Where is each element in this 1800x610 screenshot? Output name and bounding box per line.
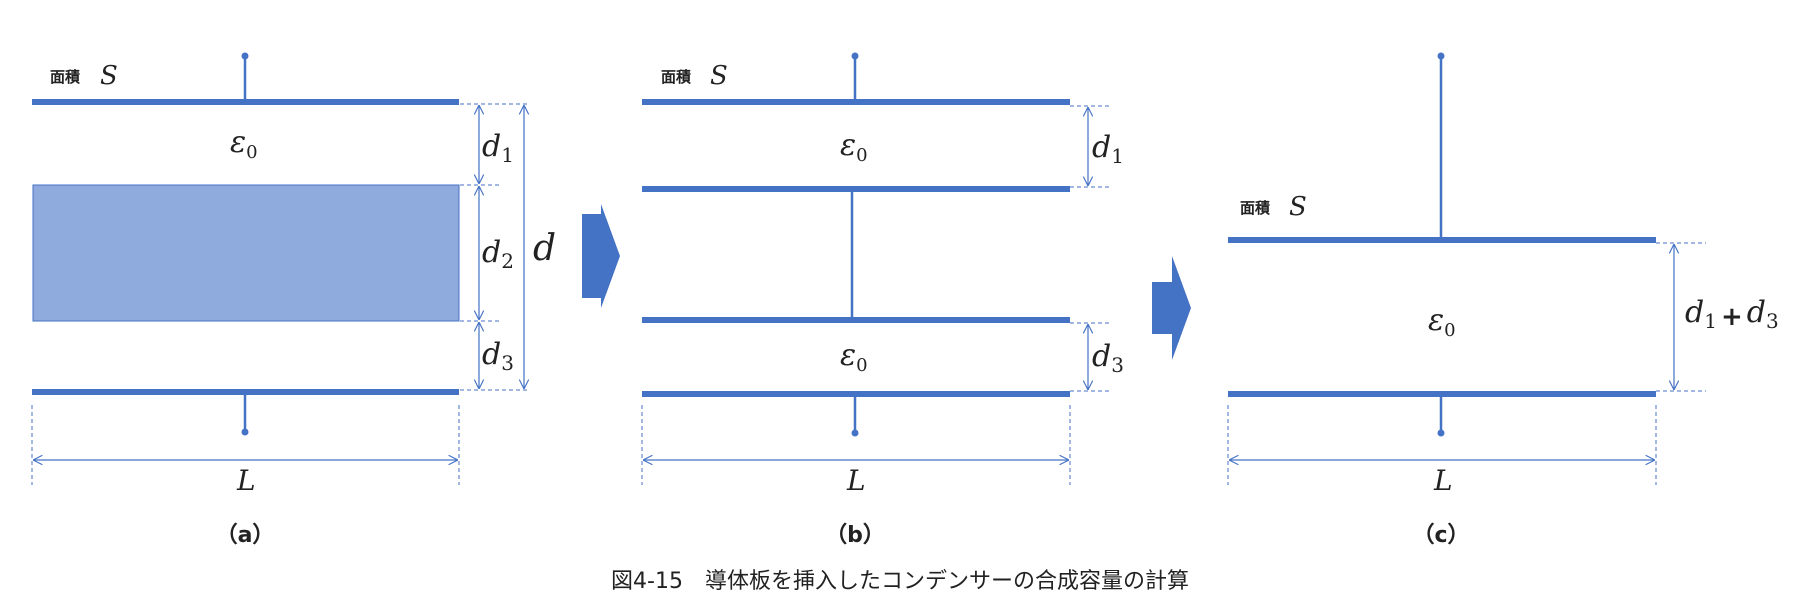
top-terminal-dot — [851, 52, 859, 60]
d3-label: d3 — [1092, 339, 1124, 377]
d3-label: d3 — [482, 337, 514, 375]
length-label: L — [1433, 464, 1453, 497]
panel-c: 面積 S ε0 d1+d3 L （c） — [1227, 52, 1779, 548]
bottom-terminal-dot — [241, 428, 249, 436]
area-label: 面積 — [661, 68, 692, 86]
figure-caption: 図4-15 導体板を挿入したコンデンサーの合成容量の計算 — [611, 569, 1189, 594]
epsilon-label-lower: ε0 — [840, 338, 868, 376]
length-label: L — [236, 464, 256, 497]
d2-label: d2 — [482, 235, 514, 273]
area-symbol: S — [100, 61, 118, 91]
sum-label: d1+d3 — [1685, 295, 1779, 333]
panel-c-label: （c） — [1412, 523, 1469, 548]
d-total-label: d — [533, 228, 556, 269]
dielectric-slab — [32, 184, 460, 322]
length-label: L — [846, 464, 866, 497]
panel-a: 面積 S ε0 d1 d2 d3 d L （a） — [31, 52, 556, 548]
panel-b: 面積 S ε0 ε0 d1 d3 L （b） — [641, 52, 1124, 548]
area-symbol: S — [1289, 192, 1307, 222]
panel-a-label: （a） — [216, 523, 275, 548]
top-terminal-dot — [1437, 52, 1445, 60]
bottom-terminal-dot — [1437, 429, 1445, 437]
right-arrow-icon — [582, 204, 620, 308]
area-symbol: S — [710, 61, 728, 91]
d1-label: d1 — [482, 129, 514, 167]
epsilon-label-upper: ε0 — [840, 128, 868, 166]
area-label: 面積 — [50, 68, 81, 86]
bottom-terminal-dot — [851, 429, 859, 437]
epsilon-label: ε0 — [1428, 303, 1456, 341]
epsilon-label: ε0 — [230, 125, 258, 163]
right-arrow-icon — [1152, 256, 1191, 360]
d1-label: d1 — [1092, 130, 1124, 168]
top-terminal-dot — [241, 52, 249, 60]
area-label: 面積 — [1240, 199, 1271, 217]
panel-b-label: （b） — [825, 523, 885, 548]
